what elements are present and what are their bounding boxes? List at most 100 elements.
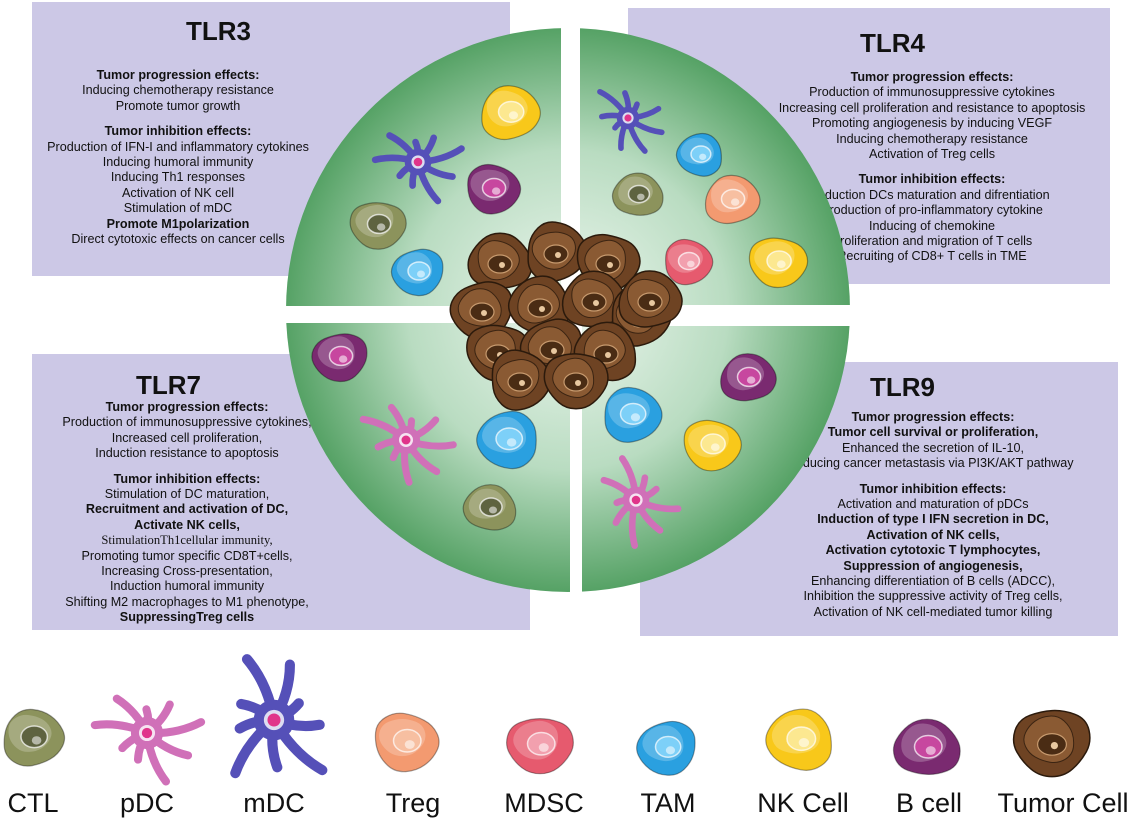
tlr9-inhibition-heading: Tumor inhibition effects: [859, 481, 1007, 496]
mdc-cell [597, 89, 665, 154]
tlr9-inhibition-item: Inhibition the suppressive activity of T… [803, 589, 1063, 604]
tlr3-inhibition-item: Promote M1polarization [106, 216, 250, 231]
tam-cell [604, 386, 663, 443]
tlr4-progression-item: Increasing cell proliferation and resist… [778, 100, 1086, 115]
legend-label-tam: TAM [640, 788, 696, 818]
tlr9-progression-heading: Tumor progression effects: [851, 410, 1015, 424]
legend-icon-mdsc [505, 717, 574, 775]
tumor-cell [561, 270, 627, 328]
tlr7-inhibition-item: Promoting tumor specific CD8T+cells, [81, 548, 293, 563]
tlr3-inhibition-item: Inducing Th1 responses [110, 170, 246, 185]
tlr9-progression-item: Inducing cancer metastasis via PI3K/AKT … [792, 456, 1074, 471]
tlr3-inhibition-item: Stimulation of mDC [123, 201, 233, 216]
tlr9-inhibition-item: Enhancing differentiation of B cells (AD… [810, 574, 1056, 589]
tlr7-progression-heading: Tumor progression effects: [105, 400, 269, 414]
tlr7-inhibition-item: Stimulation of DC maturation, [104, 487, 270, 502]
tlr9-inhibition-item: Suppression of angiogenesis, [843, 558, 1023, 573]
tlr7-inhibition-item: Activate NK cells, [134, 517, 240, 532]
nk-cell [748, 237, 809, 289]
tlr9-inhibition-item: Activation cytotoxic T lymphocytes, [825, 543, 1041, 558]
legend-icon-mdc [230, 654, 328, 779]
tumor-cell [527, 221, 588, 283]
tlr4-inhibition-item: Production of pro-inflammatory cytokine [821, 203, 1043, 218]
tlr9-inhibition-item: Induction of type I IFN secretion in DC, [817, 512, 1049, 527]
ctl-cell [611, 172, 664, 216]
tlr4-progression-item: Promoting angiogenesis by inducing VEGF [811, 116, 1053, 131]
tam-cell [476, 410, 537, 470]
legend-icon-tumor-cell [1012, 709, 1091, 778]
tlr9-title: TLR9 [870, 372, 935, 402]
tumor-cell [618, 270, 683, 328]
legend-label-ctl: CTL [7, 788, 59, 818]
tlr7-inhibition-heading: Tumor inhibition effects: [113, 471, 261, 486]
immune-cells [311, 85, 809, 549]
tlr3-inhibition-item: Inducing humoral immunity [102, 155, 254, 170]
tlr3-progression-item: Inducing chemotherapy resistance [82, 83, 274, 98]
tlr4-inhibition-item: Inducing of chemokine [868, 218, 996, 233]
legend-icons [3, 654, 1091, 786]
tlr9-progression-item: Tumor cell survival or proliferation, [827, 425, 1039, 440]
legend-label-b-cell: B cell [895, 788, 963, 818]
legend-icon-nk-cell [765, 708, 832, 771]
nk-cell [481, 85, 541, 141]
tlr4-inhibition-item: Recruiting of CD8+ T cells in TME [837, 249, 1027, 264]
tlr3-effects: Tumor progression effects: Inducing chem… [32, 68, 324, 247]
tam-cell [390, 248, 444, 297]
tumor-cell [507, 275, 570, 336]
tlr4-inhibition-item: Induction DCs maturation and difrentiati… [814, 187, 1050, 202]
tlr7-effects: Tumor progression effects: Production of… [32, 400, 342, 626]
tlr9-progression-item: Enhanced the secretion of IL-10, [841, 440, 1025, 455]
legend-icon-ctl [3, 708, 66, 767]
tlr4-title: TLR4 [860, 28, 925, 58]
tlr3-inhibition-item: Activation of NK cell [122, 185, 234, 200]
legend-label-treg: Treg [385, 788, 441, 818]
tam-cell [675, 132, 722, 177]
tlr7-inhibition-item: Increasing Cross-presentation, [101, 564, 273, 579]
tumor-cluster [449, 221, 683, 411]
legend-label-mdc: mDC [243, 788, 305, 818]
b-cell [467, 163, 522, 215]
legend-icon-b-cell [892, 718, 961, 776]
mdsc-cell [665, 238, 714, 286]
tlr4-inhibition-heading: Tumor inhibition effects: [858, 172, 1006, 187]
tlr4-progression-item: Inducing chemotherapy resistance [836, 131, 1028, 146]
tlr7-inhibition-item: SuppressingTreg cells [119, 610, 255, 625]
tlr7-progression-item: Production of immunosuppressive cytokine… [62, 415, 312, 430]
legend-label-pdc: pDC [119, 788, 174, 818]
tlr4-inhibition-item: Proliferation and migration of T cells [831, 234, 1033, 249]
tlr4-progression-item: Production of immunosuppressive cytokine… [809, 85, 1055, 100]
tlr3-inhibition-item: Direct cytotoxic effects on cancer cells [71, 232, 285, 247]
nk-cell [683, 419, 742, 472]
legend-icon-pdc [90, 694, 206, 786]
legend-label-nk-cell: NK Cell [757, 788, 849, 818]
ctl-cell [462, 484, 517, 531]
tlr9-inhibition-item: Activation of NK cell-mediated tumor kil… [813, 604, 1053, 619]
legend-label-tumor-cell: Tumor Cell [997, 788, 1129, 818]
tlr4-effects: Tumor progression effects: Production of… [768, 70, 1096, 265]
tlr9-effects: Tumor progression effects: Tumor cell su… [768, 410, 1098, 620]
tlr7-title: TLR7 [136, 370, 201, 400]
legend-icon-tam [636, 720, 696, 776]
tumor-cell [543, 353, 609, 410]
tlr4-progression-item: Activation of Treg cells [869, 147, 995, 162]
b-cell [311, 333, 368, 383]
tumor-cell [491, 349, 552, 411]
legend-label-mdsc: MDSC [504, 788, 584, 818]
tlr7-progression-item: Increased cell proliferation, [111, 430, 263, 445]
tlr7-inhibition-item: StimulationTh1cellular immunity, [101, 533, 273, 548]
tlr9-inhibition-item: Activation and maturation of pDCs [837, 497, 1029, 512]
ctl-cell [349, 202, 407, 250]
tlr3-progression-item: Promote tumor growth [115, 98, 241, 113]
pdc-cell [359, 403, 457, 486]
legend-icon-treg [374, 712, 440, 773]
tlr3-inhibition-heading: Tumor inhibition effects: [104, 124, 252, 139]
pdc-cell [600, 455, 682, 549]
tlr3-progression-heading: Tumor progression effects: [96, 68, 260, 82]
tlr3-title: TLR3 [186, 16, 251, 46]
tlr7-progression-item: Induction resistance to apoptosis [95, 446, 279, 461]
tlr3-inhibition-item: Production of IFN-I and inflammatory cyt… [47, 139, 309, 154]
b-cell [720, 353, 777, 402]
tlr7-inhibition-item: Induction humoral immunity [110, 579, 264, 594]
mdc-cell [371, 132, 465, 205]
